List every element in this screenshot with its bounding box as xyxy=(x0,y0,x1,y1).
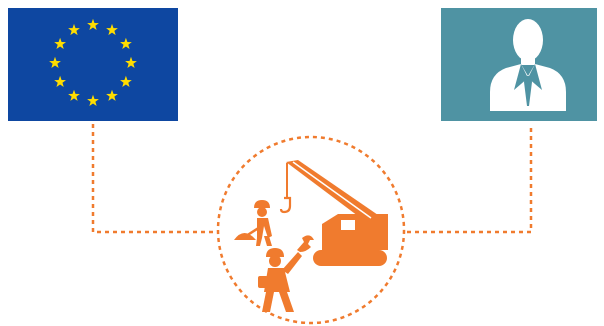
connectors xyxy=(93,124,531,323)
eu-flag-icon xyxy=(8,8,178,121)
connector-right xyxy=(407,124,531,232)
shovel-worker-icon xyxy=(234,200,272,246)
businessman-icon xyxy=(441,8,597,121)
crane-icon xyxy=(281,160,388,266)
wrench-worker-icon xyxy=(258,235,314,312)
construction-workers-crane-icon xyxy=(234,160,388,312)
connector-left xyxy=(93,124,218,232)
